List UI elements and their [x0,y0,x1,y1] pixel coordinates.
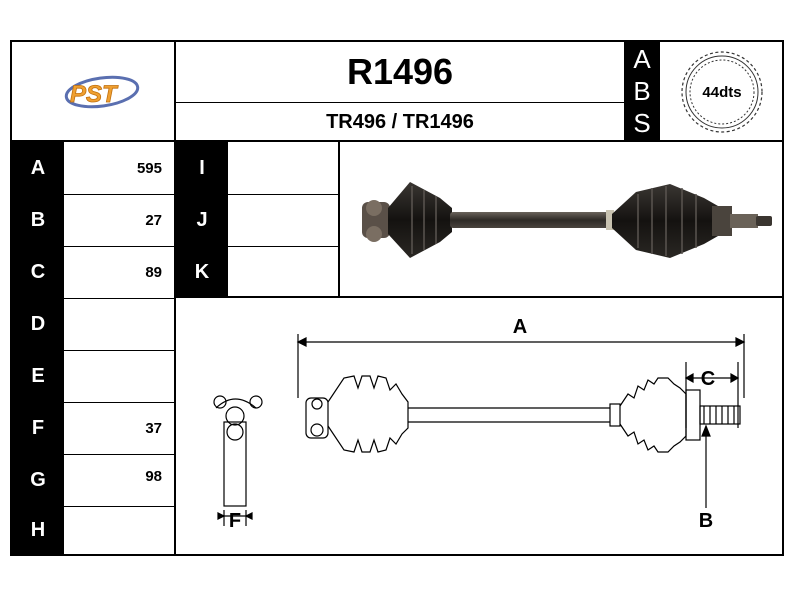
dim-value-a: 595 [136,159,162,177]
driveshaft-photo [340,142,782,296]
abs-column [624,42,660,142]
dim-label-c: C [12,246,64,298]
abs-letter-s: S [633,107,651,138]
abs-teeth-count: 44dts [702,83,742,101]
logo-text: PST [70,81,119,108]
dim-value-e [64,350,174,402]
abs-gear-icon [681,51,763,133]
dim-value-d [64,298,174,350]
dim-value-h [64,506,174,554]
dim-label-g: G [12,454,64,506]
pst-logo: PST [64,75,140,108]
label-dim-c: C [700,368,716,390]
dim-label-h: H [12,506,64,554]
logo-cell: PST [12,42,174,140]
dimension-diagram: A C B F [176,298,782,554]
dim-label-e: E [12,350,64,402]
extra-label-j: J [176,194,228,246]
driveshaft-drawing [213,334,746,526]
dim-label-f: F [12,402,64,454]
cross-references: TR496 / TR1496 [326,110,474,133]
sheet-frame [10,40,784,556]
extra-value-j [228,194,338,246]
part-number: R1496 [346,51,454,92]
extra-value-i [228,142,338,194]
dim-value-c: 89 [145,263,162,281]
abs-ring-cell: 44dts [662,42,782,142]
label-dim-b: B [698,510,714,532]
extra-value-k [228,246,338,298]
dim-label-b: B [12,194,64,246]
dim-label-d: D [12,298,64,350]
abs-letter-a: A [633,43,651,74]
label-dim-f: F [228,510,242,532]
abs-letter-b: B [633,75,651,106]
dim-value-f: 37 [145,419,162,437]
dim-value-b: 27 [145,211,162,229]
dim-value-g: 98 [145,467,162,485]
label-dim-a: A [512,316,528,338]
extra-label-i: I [176,142,228,194]
dim-label-a: A [12,142,64,194]
extra-label-k: K [176,246,228,298]
